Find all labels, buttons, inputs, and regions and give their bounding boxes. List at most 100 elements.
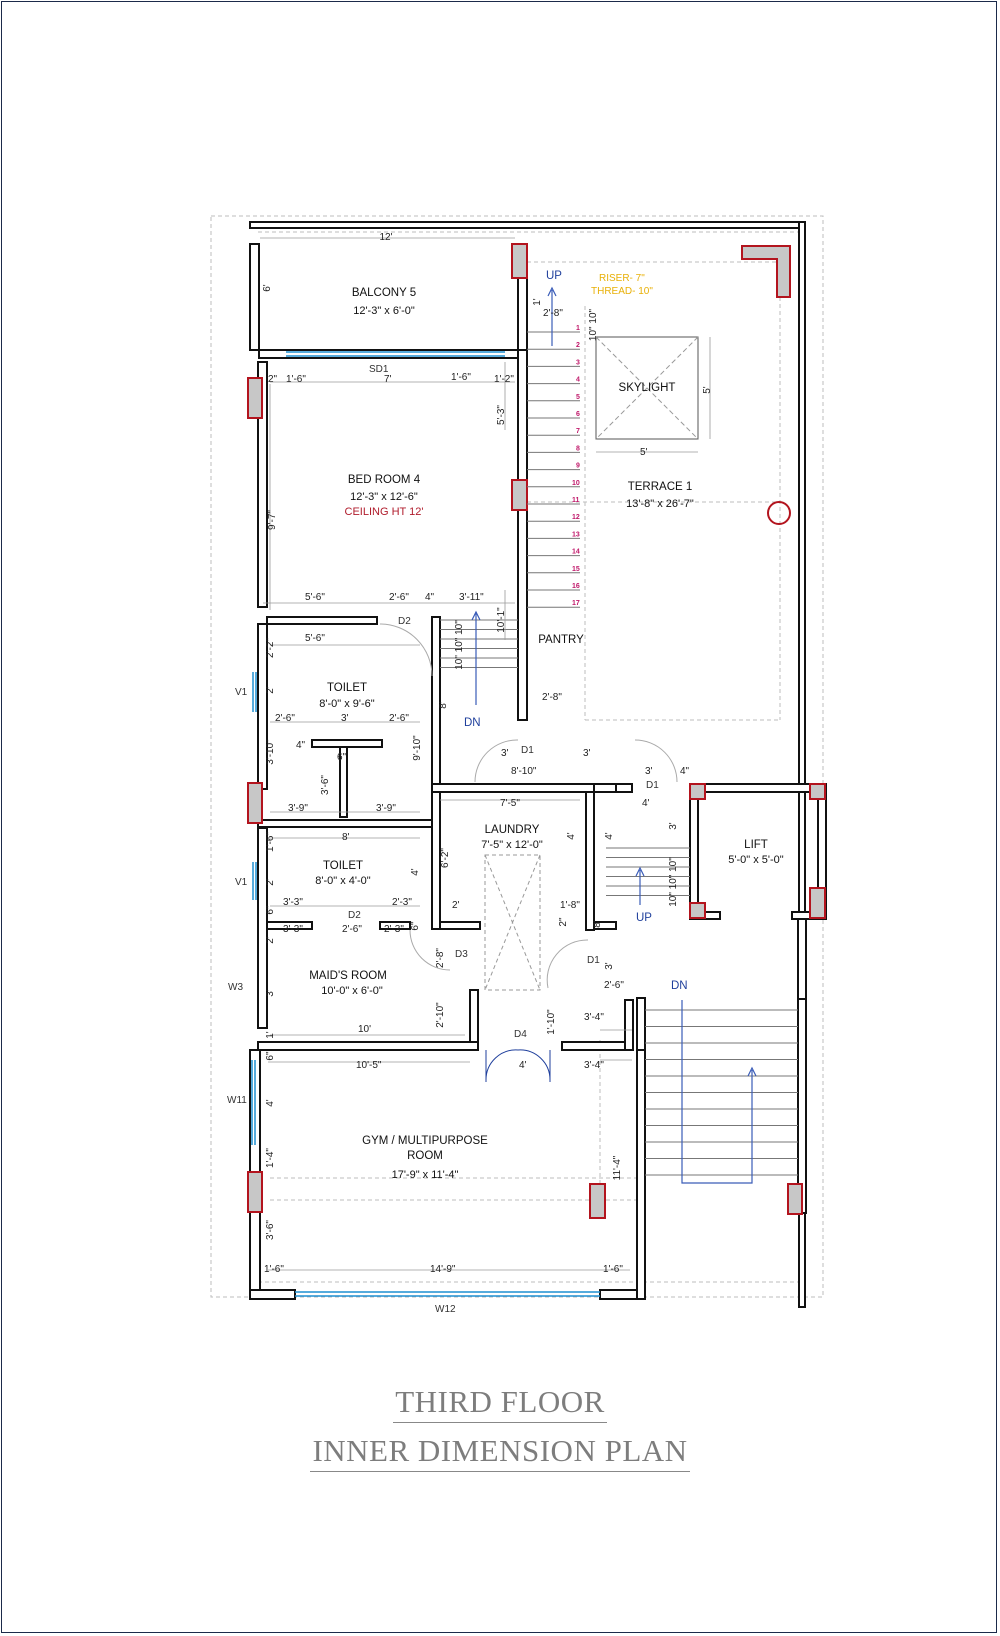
tag-d2-maid: D2 — [348, 910, 361, 921]
dim-laundry-b: 4' — [566, 832, 577, 840]
door-swings — [379, 623, 678, 1082]
dim-lift-left: 3' — [668, 822, 679, 830]
dim-gym-bot-a: 1'-6" — [264, 1264, 284, 1275]
dim-gym-bot-b: 14'-9" — [430, 1264, 456, 1275]
dim-d1-e: 4" — [680, 766, 690, 777]
bedroom-name: BED ROOM 4 — [348, 474, 421, 486]
tag-v1-upper: V1 — [235, 687, 248, 698]
bedroom-size: 12'-3" x 12'-6" — [350, 491, 418, 503]
bedroom-ceiling: CEILING HT 12' — [345, 506, 424, 518]
dim-d1-a: 3' — [501, 748, 509, 759]
dim-pantry-stair: 10" 10" 10" — [454, 620, 465, 670]
laundry-name: LAUNDRY — [485, 824, 540, 836]
lift-stair-treads — [606, 847, 690, 896]
dim-d1-d: 3' — [645, 766, 653, 777]
stair-dn-label-lower: DN — [671, 980, 688, 992]
maid-name: MAID'S ROOM — [309, 970, 387, 982]
dim-t2-bot-c: 2'-3" — [384, 924, 404, 935]
dim-laundry-d: 1'-8" — [560, 900, 580, 911]
skylight-box — [595, 336, 699, 440]
stair-arrows — [471, 286, 757, 1184]
structural-columns — [247, 243, 826, 1219]
balcony-size: 12'-3" x 6'-0" — [353, 305, 415, 317]
dim-maid-right: 2'-10" — [435, 1002, 446, 1028]
riser-note: RISER- 7" — [599, 273, 645, 284]
dim-pantry-width: 2'-8" — [542, 692, 562, 703]
dim-t1-mid-a: 2'-6" — [275, 713, 295, 724]
stair-step-number: 11 — [572, 497, 580, 504]
dim-t1-left-c: 3'-10" — [265, 739, 276, 765]
dim-pantry-gap: 10'-1" — [496, 607, 507, 633]
tag-w12: W12 — [435, 1304, 456, 1315]
dim-bed-bot-d: 3'-11" — [459, 592, 484, 603]
dim-t1-mid-c: 2'-6" — [389, 713, 409, 724]
stair-step-number: 9 — [576, 463, 580, 470]
dim-d1b-c: 2'-6" — [604, 980, 624, 991]
lift-name: LIFT — [744, 839, 768, 851]
dim-d1-c: 3' — [583, 748, 591, 759]
gym-name-2: ROOM — [407, 1150, 443, 1162]
laundry-size: 7'-5" x 12'-0" — [481, 839, 543, 851]
tag-d1-pantry: D1 — [521, 745, 534, 756]
title-inner-dimension-plan: INNER DIMENSION PLAN — [310, 1433, 690, 1472]
dim-t1-left-a: 2'-2" — [265, 638, 276, 658]
dim-gym-top: 10'-5" — [356, 1060, 382, 1071]
dim-d1b-b: 3' — [604, 962, 615, 970]
toilet1-name: TOILET — [327, 682, 367, 694]
lift-size: 5'-0" x 5'-0" — [728, 854, 784, 866]
windows — [251, 351, 600, 1297]
dim-bed-right: 5'-3" — [496, 405, 507, 425]
dim-skylight-w: 5' — [640, 447, 648, 458]
dim-t1-small: 4" — [296, 740, 306, 751]
dim-bed-top-b: 1'-6" — [286, 374, 306, 385]
dim-laundry-e: 2" — [558, 917, 569, 927]
terrace-size: 13'-8" x 26'-7" — [626, 498, 694, 510]
pantry-name: PANTRY — [538, 634, 584, 646]
skylight-name: SKYLIGHT — [619, 382, 676, 394]
dim-lift-stair: 10" 10" 10" — [668, 857, 679, 907]
dim-laundry-h: 6'-2" — [440, 848, 451, 868]
gym-name-1: GYM / MULTIPURPOSE — [362, 1135, 488, 1147]
stair-step-number: 7 — [576, 428, 580, 435]
dimension-labels: 12' 6' 2" 1'-6" 7' 1'-6" 1'-2" 9'-7" 5'-… — [262, 232, 713, 1275]
tag-d4: D4 — [514, 1029, 527, 1040]
lower-stair-treads — [645, 1009, 798, 1176]
stair-up-label-lift: UP — [636, 912, 652, 924]
toilet1-size: 8'-0" x 9'-6" — [319, 698, 375, 710]
stair-step-number: 14 — [572, 549, 580, 556]
dim-bed-top-a: 2" — [268, 374, 278, 385]
tag-d3: D3 — [455, 949, 468, 960]
stair-dn-label-pantry: DN — [464, 717, 481, 729]
dim-d4-b: 3'-4" — [584, 1012, 604, 1023]
tag-sd1: SD1 — [369, 364, 389, 375]
dim-maid-bot: 10' — [358, 1024, 371, 1035]
dim-t1-stub: 6" — [337, 752, 347, 763]
dim-bed-bot-a: 5'-6" — [305, 592, 325, 603]
dim-gym-top-b: 3'-4" — [584, 1060, 604, 1071]
dim-d4-a: 1'-10" — [546, 1009, 557, 1035]
dim-maid-left-b: 3' — [265, 989, 276, 997]
dim-balcony-width: 12' — [379, 232, 392, 243]
stair-treads — [527, 331, 580, 608]
dim-t1-bot-b: 3'-9" — [376, 803, 396, 814]
gym-size: 17'-9" x 11'-4" — [392, 1169, 459, 1181]
dim-t2-left-b: 2' — [265, 878, 276, 886]
toilet2-size: 8'-0" x 4'-0" — [315, 875, 371, 887]
tag-d1-lower: D1 — [587, 955, 600, 966]
stair-step-number: 3 — [576, 359, 580, 366]
dim-t1-bot-a: 3'-9" — [288, 803, 308, 814]
dim-stair-gap: 10" 10" — [588, 308, 599, 341]
dim-maid-left-a: 2' — [265, 936, 276, 944]
dim-t2-b: 2'-3" — [392, 897, 412, 908]
dim-gym-right: 11'-4" — [612, 1155, 623, 1180]
walls — [249, 221, 827, 1308]
dim-gym-left-a: 6" — [265, 1051, 276, 1061]
dim-maid-d3: 2'-8" — [435, 948, 446, 968]
dim-laundry-c: 2' — [452, 900, 460, 911]
laundry-shaft — [484, 854, 541, 991]
dim-bed-top-e: 1'-2" — [494, 374, 514, 385]
dim-stair-top: 1' — [532, 298, 543, 306]
balcony-name: BALCONY 5 — [352, 287, 416, 299]
stair-step-number: 6 — [576, 411, 580, 418]
